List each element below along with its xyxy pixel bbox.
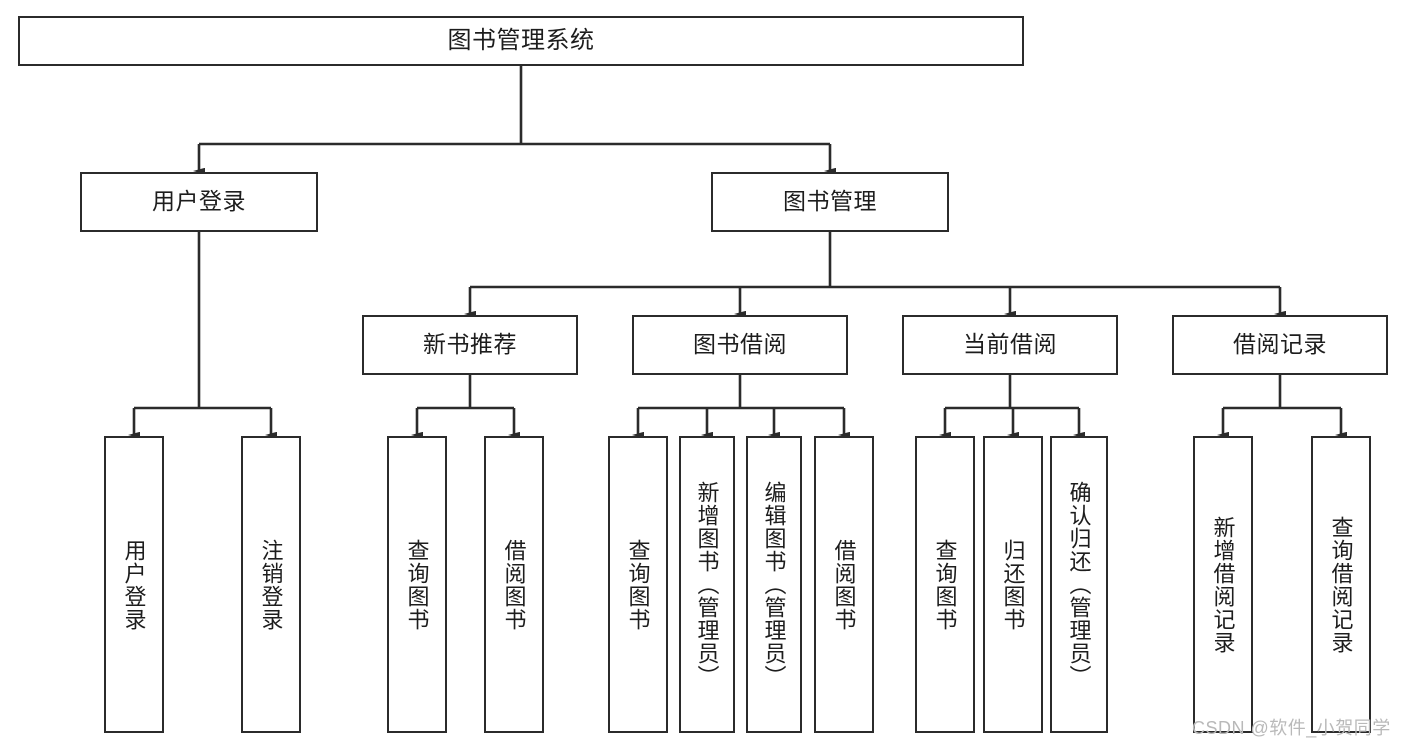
node-leaf-add-record-label: 新增借阅记录 — [1210, 515, 1236, 654]
node-borrow-record[interactable]: 借阅记录 — [1172, 315, 1388, 375]
node-leaf-add-record[interactable]: 新增借阅记录 — [1193, 436, 1253, 733]
node-leaf-return-book[interactable]: 归还图书 — [983, 436, 1043, 733]
node-leaf-borrow-book-1[interactable]: 借阅图书 — [484, 436, 544, 733]
node-leaf-user-login[interactable]: 用户登录 — [104, 436, 164, 733]
node-current-borrow[interactable]: 当前借阅 — [902, 315, 1118, 375]
node-leaf-user-login-label: 用户登录 — [121, 538, 147, 631]
node-leaf-borrow-book-2-label: 借阅图书 — [831, 538, 857, 631]
node-leaf-add-book-label: 新增图书（管理员） — [694, 481, 720, 688]
node-leaf-borrow-book-2[interactable]: 借阅图书 — [814, 436, 874, 733]
node-leaf-query-book-2[interactable]: 查询图书 — [608, 436, 668, 733]
node-borrow-record-label: 借阅记录 — [1233, 331, 1327, 358]
node-leaf-user-logout[interactable]: 注销登录 — [241, 436, 301, 733]
node-leaf-return-book-label: 归还图书 — [1000, 538, 1026, 631]
node-leaf-query-book-3[interactable]: 查询图书 — [915, 436, 975, 733]
node-root-label: 图书管理系统 — [447, 26, 595, 54]
node-leaf-query-record[interactable]: 查询借阅记录 — [1311, 436, 1371, 733]
node-leaf-query-book-3-label: 查询图书 — [932, 538, 958, 631]
node-current-borrow-label: 当前借阅 — [963, 331, 1057, 358]
node-leaf-edit-book-label: 编辑图书（管理员） — [761, 481, 787, 688]
node-book-borrow-label: 图书借阅 — [693, 331, 787, 358]
node-leaf-edit-book[interactable]: 编辑图书（管理员） — [746, 436, 802, 733]
node-leaf-add-book[interactable]: 新增图书（管理员） — [679, 436, 735, 733]
node-book-manage-label: 图书管理 — [783, 188, 877, 215]
watermark: CSDN @软件_小贺同学 — [1192, 718, 1391, 738]
node-new-book-rec[interactable]: 新书推荐 — [362, 315, 578, 375]
node-leaf-borrow-book-1-label: 借阅图书 — [501, 538, 527, 631]
node-root[interactable]: 图书管理系统 — [18, 16, 1024, 66]
node-user-login[interactable]: 用户登录 — [80, 172, 318, 232]
node-leaf-query-book-1-label: 查询图书 — [404, 538, 430, 631]
node-new-book-rec-label: 新书推荐 — [423, 331, 517, 358]
node-leaf-confirm-return-label: 确认归还（管理员） — [1066, 481, 1092, 688]
node-book-borrow[interactable]: 图书借阅 — [632, 315, 848, 375]
node-user-login-label: 用户登录 — [152, 188, 246, 215]
node-leaf-query-book-2-label: 查询图书 — [625, 538, 651, 631]
node-leaf-query-record-label: 查询借阅记录 — [1328, 515, 1354, 654]
node-book-manage[interactable]: 图书管理 — [711, 172, 949, 232]
node-leaf-confirm-return[interactable]: 确认归还（管理员） — [1050, 436, 1108, 733]
node-leaf-query-book-1[interactable]: 查询图书 — [387, 436, 447, 733]
node-leaf-user-logout-label: 注销登录 — [258, 538, 284, 631]
